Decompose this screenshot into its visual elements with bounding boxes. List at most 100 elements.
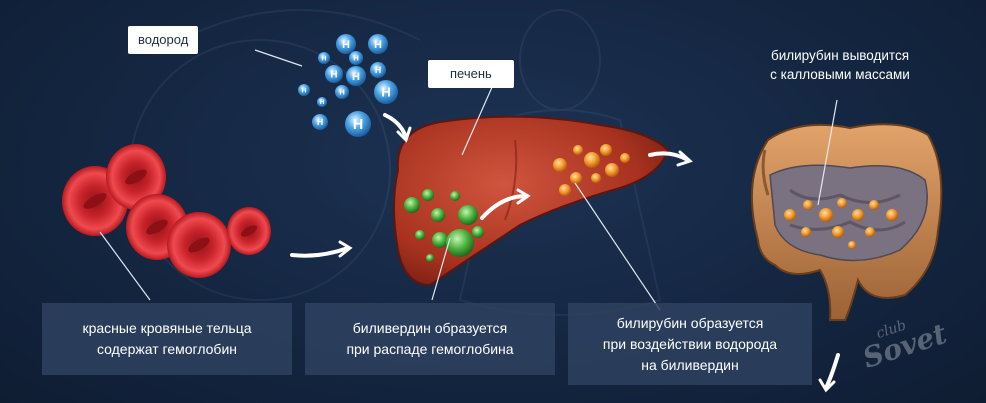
hydrogen-symbol: H bbox=[330, 69, 337, 80]
hydrogen-molecule-icon: H bbox=[298, 84, 310, 96]
hydrogen-atom bbox=[368, 34, 388, 54]
caption-line: содержат гемоглобин bbox=[97, 341, 237, 357]
arrow-icon bbox=[818, 353, 840, 393]
bilirubin-particle bbox=[600, 144, 612, 156]
hydrogen-symbol: H bbox=[374, 39, 382, 51]
bilirubin-particle bbox=[559, 184, 571, 196]
leader-lines bbox=[99, 49, 838, 311]
caption-red-blood-cells: красные кровяные тельца содержат гемогло… bbox=[42, 303, 292, 375]
hydrogen-symbol: H bbox=[317, 117, 323, 127]
hydrogen-atom bbox=[318, 52, 330, 64]
biliverdin-particle bbox=[431, 208, 445, 222]
hydrogen-molecule-icon: H bbox=[325, 65, 343, 83]
caption-line: красные кровяные тельца bbox=[82, 320, 252, 336]
hydrogen-molecule-icon: H bbox=[368, 34, 388, 54]
hydrogen-atom bbox=[298, 84, 310, 96]
red-blood-cells bbox=[62, 144, 271, 278]
hydrogen-molecule-icon: H bbox=[317, 97, 327, 107]
hydrogen-symbol: H bbox=[322, 55, 327, 62]
hydrogen-molecule-icon: H bbox=[345, 111, 371, 137]
bilirubin-particle bbox=[852, 209, 864, 221]
biliverdin-particle bbox=[472, 226, 484, 238]
bilirubin-particle bbox=[832, 226, 844, 238]
arrow-icon bbox=[648, 150, 693, 167]
caption-line: при воздействии водорода bbox=[602, 335, 778, 352]
red-blood-cell-icon bbox=[106, 144, 166, 210]
bilirubin-particles-intestine bbox=[784, 198, 898, 249]
bilirubin-particle bbox=[620, 153, 630, 163]
hydrogen-symbol: H bbox=[320, 100, 324, 106]
hydrogen-molecule-icon: H bbox=[335, 85, 349, 99]
hydrogen-molecule-icon: H bbox=[318, 52, 330, 64]
hydrogen-symbol: H bbox=[353, 54, 359, 63]
red-blood-cell-icon bbox=[227, 207, 271, 255]
biliverdin-particle bbox=[404, 197, 420, 213]
watermark-logo: club Sovet bbox=[859, 317, 951, 375]
excretion-note-line-2: с калловыми массами bbox=[770, 67, 910, 82]
excretion-note-line-1: билирубин выводится bbox=[770, 48, 910, 63]
hydrogen-atom bbox=[325, 65, 343, 83]
hydrogen-atom bbox=[349, 51, 363, 65]
arrow-icon bbox=[290, 240, 353, 258]
hydrogen-symbol: H bbox=[302, 87, 307, 94]
bilirubin-particle bbox=[584, 152, 600, 168]
arrow-icon bbox=[480, 188, 531, 220]
hydrogen-molecule-icon: H bbox=[312, 114, 328, 130]
hydrogen-symbol: H bbox=[381, 85, 391, 100]
bilirubin-particle bbox=[573, 145, 583, 155]
bilirubin-particle bbox=[886, 209, 898, 221]
bilirubin-particle bbox=[591, 173, 601, 183]
biliverdin-particle bbox=[450, 191, 460, 201]
biliverdin-particles bbox=[404, 189, 484, 262]
hydrogen-atom bbox=[370, 62, 386, 78]
caption-line: биливердин образуется bbox=[352, 320, 508, 336]
hydrogen-label: водород bbox=[128, 26, 199, 54]
bilirubin-particle bbox=[819, 208, 833, 222]
hydrogen-atom bbox=[312, 114, 328, 130]
hydrogen-molecule-icon: H bbox=[370, 62, 386, 78]
caption-line: на биливердин bbox=[641, 356, 739, 373]
caption-line: билирубин образуется bbox=[616, 314, 764, 331]
bilirubin-particle bbox=[869, 200, 879, 210]
hydrogen-molecule-icon: H bbox=[349, 51, 363, 65]
intestine-icon bbox=[750, 123, 943, 321]
red-blood-cell-icon bbox=[167, 212, 231, 278]
arrow-icon bbox=[383, 113, 412, 143]
bilirubin-particle bbox=[605, 163, 619, 177]
hydrogen-atom bbox=[317, 97, 327, 107]
bilirubin-particle bbox=[848, 241, 856, 249]
biliverdin-particle bbox=[415, 230, 425, 240]
hydrogen-symbol: H bbox=[353, 117, 363, 133]
bilirubin-particle bbox=[553, 158, 567, 172]
biliverdin-particle bbox=[422, 189, 434, 201]
biliverdin-particle bbox=[432, 232, 448, 248]
bilirubin-particle bbox=[803, 200, 813, 210]
caption-line: при распаде гемоглобина bbox=[346, 341, 514, 357]
bilirubin-particle bbox=[865, 227, 875, 237]
biliverdin-particle bbox=[458, 205, 478, 225]
hydrogen-symbol: H bbox=[339, 88, 345, 97]
hydrogen-molecule-icon: H bbox=[336, 34, 356, 54]
hydrogen-molecule-icon: H bbox=[346, 66, 366, 86]
hydrogen-atom bbox=[346, 66, 366, 86]
hydrogen-atom bbox=[374, 80, 398, 104]
bilirubin-particle bbox=[570, 172, 582, 184]
biliverdin-particle bbox=[446, 229, 474, 257]
hydrogen-symbol: H bbox=[375, 65, 381, 75]
hydrogen-symbol: H bbox=[342, 39, 350, 51]
caption-biliverdin: биливердин образуется при распаде гемогл… bbox=[305, 303, 555, 375]
bilirubin-particle bbox=[837, 198, 847, 208]
bilirubin-particles-liver bbox=[553, 144, 630, 196]
hydrogen-molecule-icon: H bbox=[374, 80, 398, 104]
excretion-note: билирубин выводится с калловыми массами bbox=[740, 46, 940, 84]
hydrogen-atom bbox=[335, 85, 349, 99]
caption-bilirubin: билирубин образуется при воздействии вод… bbox=[568, 303, 812, 385]
hydrogen-atom bbox=[345, 111, 371, 137]
biliverdin-particle bbox=[426, 254, 434, 262]
process-arrows bbox=[290, 113, 840, 393]
liver-label: печень bbox=[428, 60, 514, 88]
bilirubin-particle bbox=[801, 227, 811, 237]
hydrogen-symbol: H bbox=[352, 71, 360, 83]
